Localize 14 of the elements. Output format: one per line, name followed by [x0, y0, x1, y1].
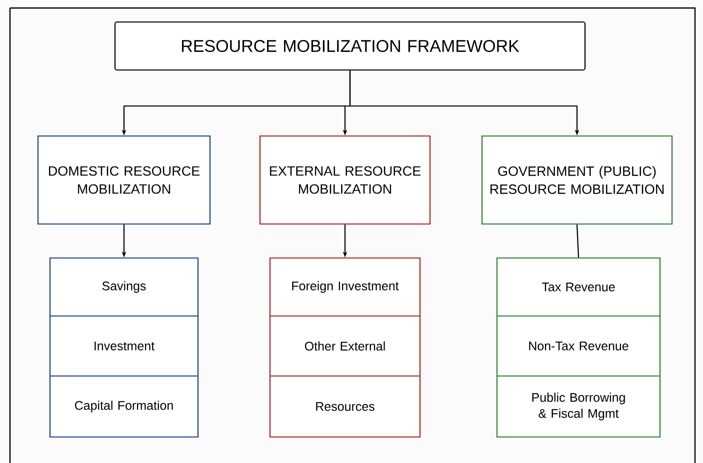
item-cell: Savings — [49, 257, 199, 317]
category-box: GOVERNMENT (PUBLIC) RESOURCE MOBILIZATION — [481, 135, 673, 225]
connector — [576, 224, 580, 258]
item-cell: Capital Formation — [49, 375, 199, 438]
item-cell: Tax Revenue — [496, 257, 661, 317]
item-cell: Resources — [269, 375, 421, 438]
item-cell: Other External — [269, 315, 421, 377]
category-box: EXTERNAL RESOURCE MOBILIZATION — [259, 135, 431, 225]
item-cell: Investment — [49, 315, 199, 377]
title-box: RESOURCE MOBILIZATION FRAMEWORK — [114, 21, 586, 71]
category-box: DOMESTIC RESOURCE MOBILIZATION — [37, 135, 211, 225]
item-cell: Foreign Investment — [269, 257, 421, 317]
item-cell: Public Borrowing & Fiscal Mgmt — [496, 375, 661, 438]
item-cell: Non-Tax Revenue — [496, 315, 661, 377]
